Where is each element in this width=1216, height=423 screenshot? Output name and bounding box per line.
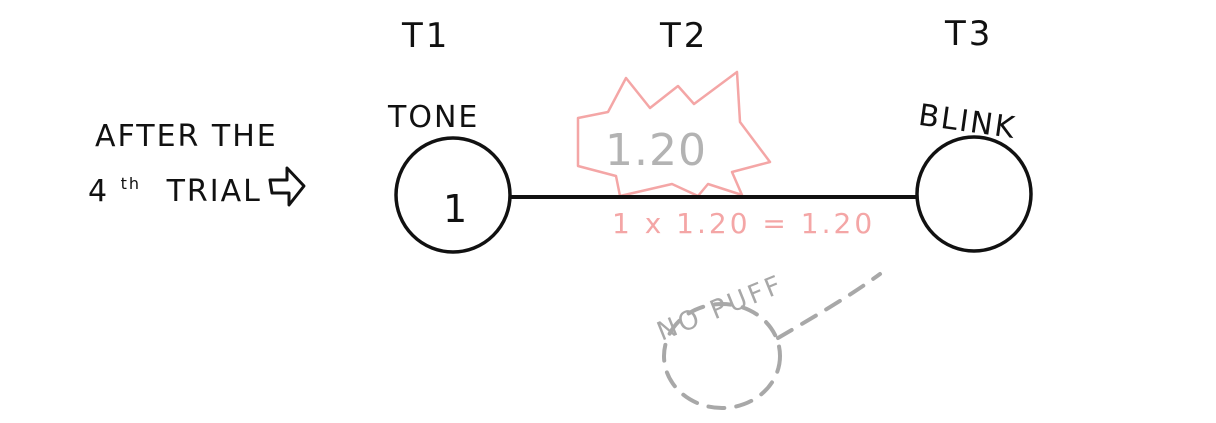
no-puff-dashed-circle — [662, 302, 782, 410]
trial-note-number: 4 — [88, 174, 109, 209]
edge-calculation: 1 x 1.20 = 1.20 — [612, 207, 875, 240]
prediction-burst-shape — [576, 70, 772, 198]
blink-node-circle — [915, 135, 1033, 253]
trial-note: AFTER THE 4 th TRIAL — [88, 119, 306, 209]
prediction-burst-value: 1.20 — [605, 125, 707, 176]
tone-node-label: TONE — [387, 100, 479, 135]
tone-node-circle — [394, 136, 512, 254]
tone-node-value: 1 — [443, 187, 467, 231]
trial-note-superscript: th — [121, 174, 141, 193]
trial-note-line2: 4 th TRIAL — [88, 162, 262, 209]
time-label-t1: T1 — [401, 16, 450, 56]
no-puff-label: NO PUFF — [653, 270, 788, 348]
trial-note-line1: AFTER THE — [95, 119, 278, 154]
blink-node: BLINK — [915, 98, 1033, 253]
trial-note-word: TRIAL — [166, 174, 262, 209]
no-puff-indicator: NO PUFF — [653, 270, 882, 410]
time-label-t3: T3 — [944, 14, 993, 54]
tone-node: TONE 1 — [387, 100, 512, 254]
right-arrow-icon — [268, 166, 306, 207]
time-label-t2: T2 — [659, 16, 708, 56]
no-puff-dashed-tail — [776, 272, 882, 340]
